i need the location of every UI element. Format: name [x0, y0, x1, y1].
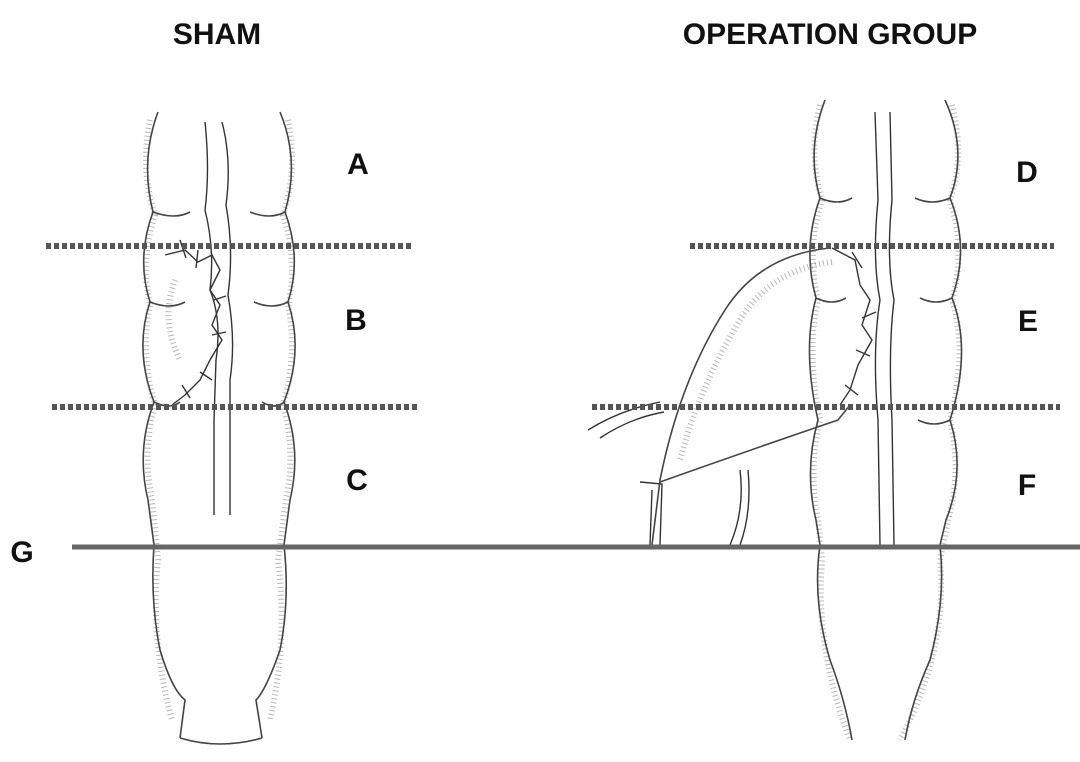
sham-colon-drawing	[143, 112, 295, 744]
sham-title: SHAM	[173, 18, 261, 51]
segment-label-c: C	[346, 464, 368, 497]
segment-label-f: F	[1018, 469, 1036, 502]
segment-label-b: B	[345, 304, 367, 337]
baseline-label-g: G	[10, 536, 33, 569]
segment-label-d: D	[1016, 156, 1038, 189]
operation-group-title: OPERATION GROUP	[683, 18, 977, 51]
segment-label-a: A	[347, 148, 369, 181]
segment-label-e: E	[1018, 305, 1038, 338]
operation-colon-drawing	[588, 100, 962, 740]
